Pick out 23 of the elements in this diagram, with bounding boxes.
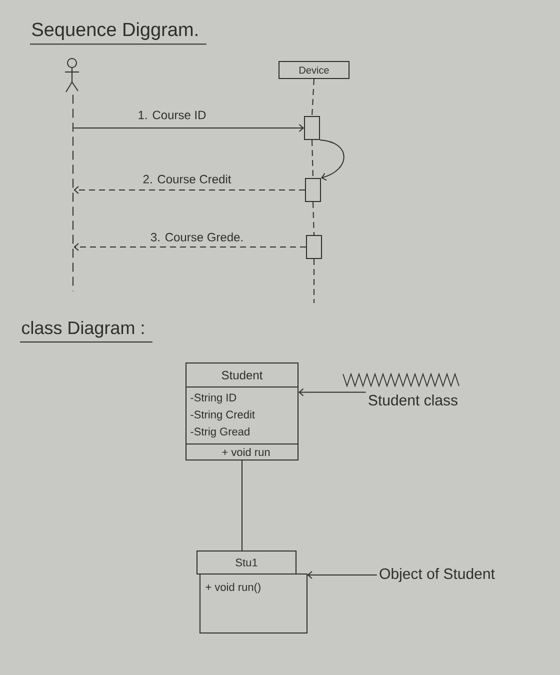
self-call-arrow [320,140,344,181]
lifeline [312,140,314,178]
message-arrow [74,186,306,194]
section-heading: class Diagram : [20,320,153,342]
message-arrow [74,243,306,251]
message-arrow [73,124,304,132]
node-label: Stu1 [236,558,258,566]
class-box: Student -String ID -String Credit -Strig Gread + void run [186,362,298,460]
leader-arrow [307,571,378,579]
lifeline [312,202,314,236]
activation-box [304,116,320,140]
activation-box [306,235,322,259]
stick-figure [64,58,80,92]
lifeline [312,78,314,116]
section-heading: Sequence Diggram. [30,22,207,45]
edge-label: 2. Course Credit [142,174,232,184]
activation-box [305,178,321,202]
participant-box: Device [278,61,350,79]
annotation: Object of Student [380,568,495,582]
object-box: Stu1 + void run() [196,550,308,634]
leader-arrow [298,388,366,396]
annotation: Student class [368,394,458,406]
edge-label: 3. Course Grede. [149,232,245,242]
